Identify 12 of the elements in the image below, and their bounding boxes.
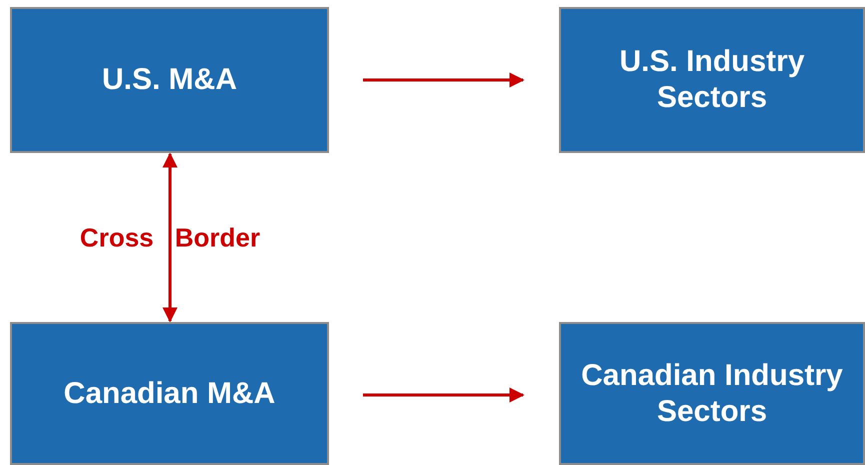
process-box [559, 322, 865, 465]
box-label: U.S. Industry Sectors [618, 44, 806, 116]
box-label: Canadian Industry Sectors [580, 358, 844, 430]
box-label: Canadian M&A [64, 376, 276, 412]
process-box [10, 7, 329, 153]
box-label: U.S. M&A [102, 62, 237, 98]
arrow [363, 388, 524, 402]
process-box [559, 7, 865, 153]
edge-label: Cross Border [80, 221, 260, 254]
arrow [363, 72, 524, 88]
process-box [10, 322, 329, 465]
arrow [162, 152, 178, 322]
